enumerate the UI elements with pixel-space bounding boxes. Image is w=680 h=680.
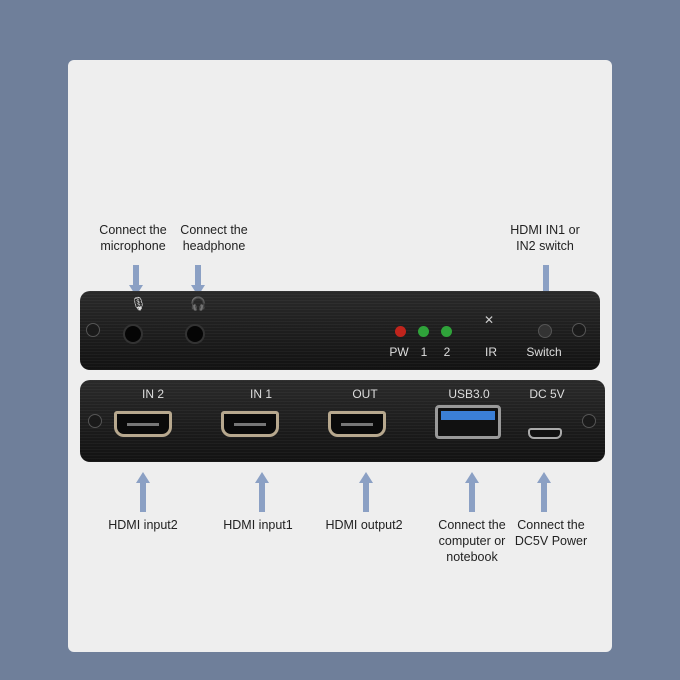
dc-power-label: Connect the DC5V Power [514,518,588,548]
hdmi-input2-label: HDMI input2 [108,518,178,532]
in2-led [441,326,452,337]
switch-label: HDMI IN1 or IN2 switch [510,223,580,253]
led1-text: 1 [420,345,428,359]
switch-text: Switch [526,345,562,359]
hdmi-output-label: HDMI output2 [325,518,403,532]
microphone-icon: 🎙 [130,296,147,311]
power-led [395,326,406,337]
headphone-jack[interactable] [185,324,205,344]
in1-led [418,326,429,337]
led2-text: 2 [443,345,451,359]
rear-panel: IN 2 IN 1 OUT USB3.0 DC 5V [80,380,605,462]
hdmi-in2-port[interactable] [114,411,172,437]
in1-text: IN 1 [249,387,273,401]
hdmi-input1-label: HDMI input1 [223,518,293,532]
microphone-jack[interactable] [123,324,143,344]
screw-icon [572,323,586,337]
screw-icon [86,323,100,337]
hdmi-out-port[interactable] [328,411,386,437]
switch-button[interactable] [538,324,552,338]
in2-text: IN 2 [141,387,165,401]
front-panel: 🎙 🎧 PW 1 2 ✕ IR Switch [80,291,600,370]
dc5v-port[interactable] [528,428,562,439]
out-text: OUT [352,387,378,401]
usb3-port[interactable] [435,405,501,439]
ir-sensor-icon: ✕ [484,313,495,327]
usb-text: USB3.0 [448,387,490,401]
screw-icon [582,414,596,428]
hdmi-in1-port[interactable] [221,411,279,437]
ir-text: IR [485,345,497,359]
screw-icon [88,414,102,428]
headphone-label: Connect the headphone [180,223,248,253]
headphone-icon: 🎧 [190,296,207,311]
dc-text: DC 5V [529,387,565,401]
pw-text: PW [389,345,409,359]
usb-label: Connect the computer or notebook [438,518,506,564]
microphone-label: Connect the microphone [99,223,167,253]
